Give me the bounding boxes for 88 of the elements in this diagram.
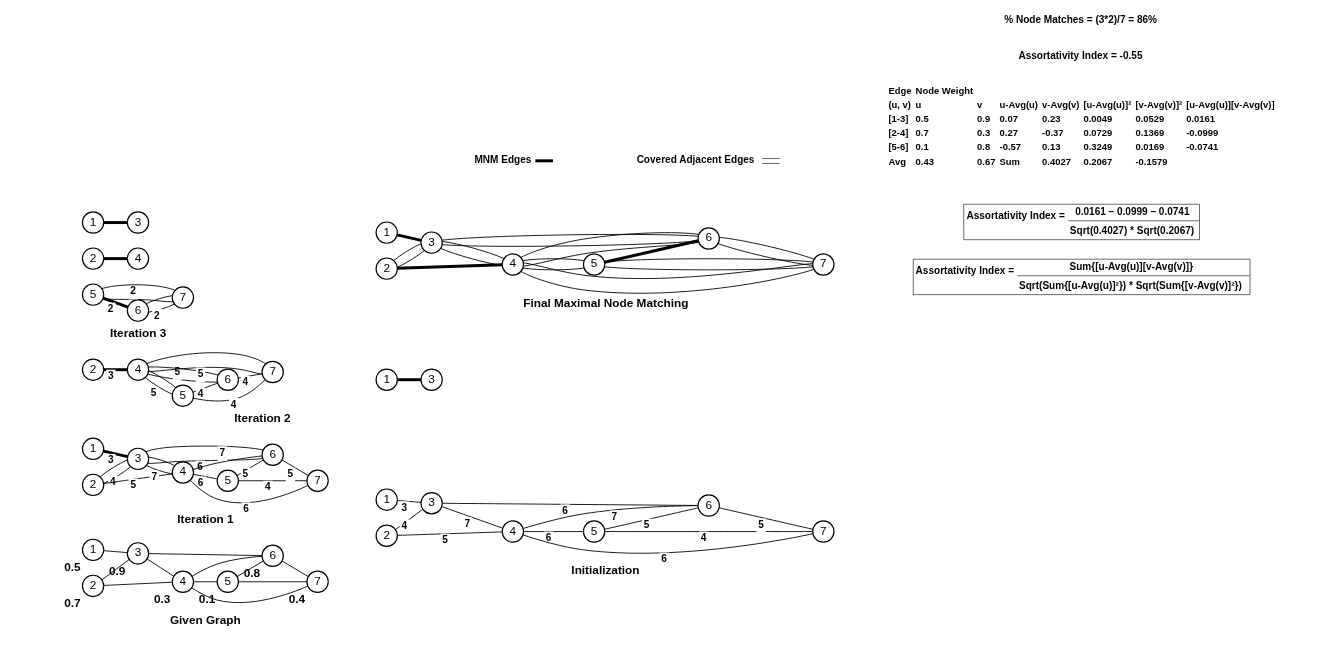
edge-label: 7: [464, 517, 470, 529]
edge-label: 5: [150, 387, 157, 399]
label: v: [977, 98, 983, 110]
label: u: [915, 98, 922, 110]
label: u-Avg(u): [999, 98, 1038, 110]
edge-label: 6: [197, 477, 204, 489]
legend-label: MNM Edges: [474, 153, 532, 165]
label: [2-4]: [888, 127, 909, 139]
label: 0.3: [977, 127, 991, 139]
label: Edge: [888, 84, 912, 96]
label: 0.0049: [1083, 113, 1113, 125]
label: 0.8: [977, 141, 991, 153]
node-label: 0.4: [288, 592, 306, 607]
edge-label: 6: [661, 553, 667, 565]
label: [u-Avg(u)][v-Avg(v)]: [1186, 98, 1275, 110]
label: Node Weight: [915, 84, 974, 96]
label: 0.23: [1042, 113, 1061, 125]
edge-label: 6: [562, 504, 568, 516]
edge-label: 7: [151, 471, 157, 483]
edge-label: 7: [611, 510, 618, 522]
edge-label: 2: [130, 285, 136, 297]
edge-label: 5: [643, 519, 650, 531]
label: 0.07: [999, 113, 1018, 125]
label: 0.3249: [1083, 141, 1113, 153]
label: Iteration 3: [109, 326, 167, 341]
edge-label: 3: [107, 454, 114, 466]
label: -0.37: [1042, 127, 1064, 139]
edge-label: 4: [700, 532, 707, 544]
edge-label: 3: [107, 370, 114, 382]
node-label: 0.8: [243, 566, 261, 581]
edge-label: 4: [230, 398, 237, 410]
label: Avg: [888, 155, 906, 167]
edge-label: 5: [758, 519, 764, 531]
edge-label: 3: [401, 501, 408, 513]
edge-label: 4: [197, 388, 204, 400]
label: -0.0999: [1186, 127, 1219, 139]
edge-label: 6: [197, 461, 203, 473]
label: [u-Avg(u)]²: [1083, 98, 1132, 110]
label: 0.1: [915, 141, 929, 153]
label: -0.1579: [1135, 155, 1168, 167]
edge-label: 5: [197, 367, 204, 379]
label: % Node Matches = (3*2)/7 = 86%: [1004, 13, 1158, 25]
label: 0.0729: [1083, 127, 1113, 139]
label: Assortativity Index = -0.55: [1018, 49, 1143, 61]
label: 0.67: [977, 155, 996, 167]
label: 0.0169: [1135, 141, 1165, 153]
edge-label: 4: [401, 519, 408, 531]
node-label: 0.3: [153, 592, 171, 607]
edge-label: 2: [107, 303, 114, 315]
label: 0.0529: [1135, 113, 1165, 125]
label: Iteration 1: [177, 512, 234, 527]
label: 0.2067: [1083, 155, 1113, 167]
label: Given Graph: [169, 613, 241, 628]
label: [1-3]: [888, 113, 909, 125]
edge-label: 5: [174, 365, 181, 377]
label: 0.9: [977, 113, 991, 125]
label: Sum: [999, 155, 1020, 167]
edge-label: 5: [442, 534, 448, 546]
edge-label: 7: [219, 446, 226, 458]
node-label: 0.1: [198, 592, 216, 607]
label: 0.1369: [1135, 127, 1165, 139]
label: Iteration 2: [234, 411, 291, 426]
label: 0.27: [999, 127, 1018, 139]
edge-label: 6: [545, 532, 552, 544]
label: Initialization: [571, 563, 640, 578]
label: (u, v): [888, 98, 911, 110]
edge-label: 4: [242, 376, 249, 388]
node-label: 0.5: [64, 560, 81, 575]
label: -0.57: [999, 141, 1022, 153]
label: Final Maximal Node Matching: [523, 296, 689, 311]
edge-label: 5: [287, 468, 294, 480]
label: 0.4027: [1042, 155, 1071, 167]
label: [5-6]: [888, 141, 909, 153]
label: 0.5: [915, 113, 929, 125]
label: [v-Avg(v)]²: [1135, 98, 1183, 110]
edge-label: 2: [154, 309, 160, 321]
label: 0.43: [915, 155, 934, 167]
label: 0.0161: [1186, 113, 1216, 125]
edge-label: 4: [265, 481, 271, 493]
node-label: 0.7: [64, 596, 81, 611]
edge-label: 5: [242, 468, 249, 480]
label: 0.13: [1042, 141, 1061, 153]
edge-label: 6: [243, 502, 249, 514]
legend-label: Covered Adjacent Edges: [636, 153, 755, 165]
label: -0.0741: [1186, 141, 1219, 153]
edge-label: 5: [130, 479, 137, 491]
label: 0.7: [915, 127, 929, 139]
label: v-Avg(v): [1042, 98, 1080, 110]
